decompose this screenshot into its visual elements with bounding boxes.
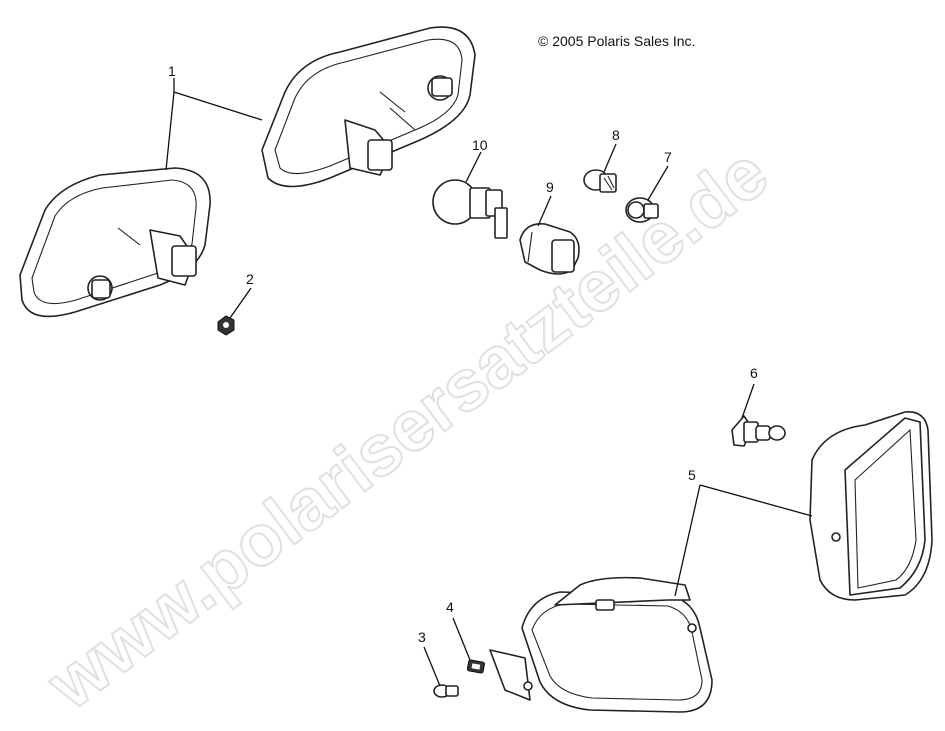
screw-3[interactable] (433, 684, 459, 698)
socket-7[interactable] (625, 197, 659, 223)
headlight-assembly-lower[interactable] (489, 576, 713, 713)
bulb-8[interactable] (583, 169, 617, 193)
headlight-assembly-right[interactable] (809, 411, 933, 601)
taillight-assembly-upper[interactable] (261, 26, 476, 188)
clip-4[interactable] (466, 659, 485, 674)
callout-9: 9 (546, 179, 554, 195)
nut-part[interactable] (217, 315, 235, 336)
callout-2: 2 (246, 271, 254, 287)
headlight-bulb-6[interactable] (731, 415, 786, 447)
taillight-assembly-lower[interactable] (19, 167, 211, 318)
callout-labels: 1 2 3 4 5 6 7 8 9 10 (168, 63, 758, 645)
callout-5: 5 (688, 467, 696, 483)
copyright-notice: © 2005 Polaris Sales Inc. (538, 33, 696, 49)
callout-8: 8 (612, 127, 620, 143)
callout-4: 4 (446, 599, 454, 615)
bulb-10[interactable] (432, 179, 508, 239)
callout-6: 6 (750, 365, 758, 381)
callout-7: 7 (664, 149, 672, 165)
leader-lines (165, 78, 813, 687)
callout-10: 10 (472, 137, 488, 153)
callout-1: 1 (168, 63, 176, 79)
socket-9[interactable] (519, 223, 580, 275)
callout-3: 3 (418, 629, 426, 645)
